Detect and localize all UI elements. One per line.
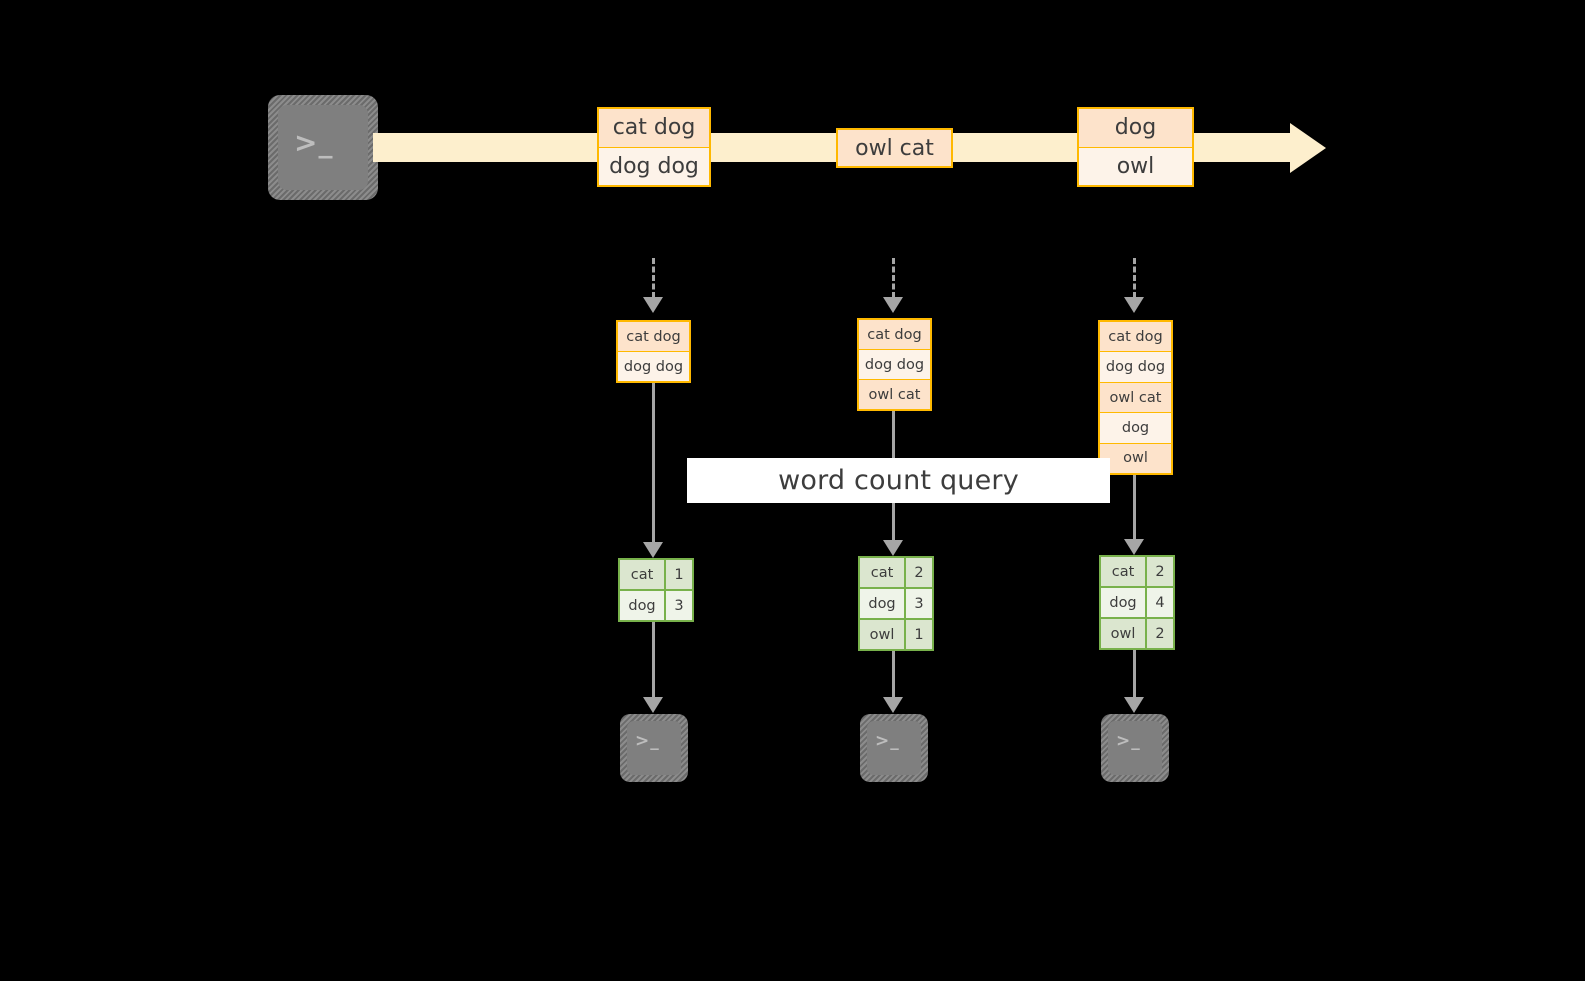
stream-event-group-1: cat dog dog dog xyxy=(597,107,711,187)
result-word: owl xyxy=(1101,619,1147,648)
snapshot-2-sink-arrowhead xyxy=(883,697,903,713)
terminal-screen xyxy=(278,105,368,190)
stream-event-group-2: owl cat xyxy=(836,128,953,168)
snapshot-2-sink-terminal-icon: >_ xyxy=(860,714,928,782)
result-count: 3 xyxy=(906,589,932,618)
terminal-prompt-glyph: >_ xyxy=(875,731,900,751)
buffer-line: cat dog xyxy=(1100,322,1171,353)
table-row: owl 1 xyxy=(860,620,932,649)
result-count: 1 xyxy=(906,620,932,649)
result-count: 2 xyxy=(1147,619,1173,648)
snapshot-1-query-line xyxy=(652,383,655,548)
snapshot-2-result-table: cat 2 dog 3 owl 1 xyxy=(858,556,934,651)
table-row: cat 2 xyxy=(1101,557,1173,588)
result-word: cat xyxy=(620,560,666,589)
snapshot-3-sink-terminal-icon: >_ xyxy=(1101,714,1169,782)
terminal-prompt-glyph: >_ xyxy=(1116,731,1141,751)
snapshot-1-buffer: cat dog dog dog xyxy=(616,320,691,383)
terminal-screen xyxy=(1108,721,1162,775)
stream-event-line: cat dog xyxy=(599,109,709,148)
snapshot-1-trigger-arrowhead xyxy=(643,297,663,313)
result-count: 2 xyxy=(906,558,932,587)
snapshot-3-sink-arrowhead xyxy=(1124,697,1144,713)
result-count: 2 xyxy=(1147,557,1173,586)
snapshot-2-sink-line xyxy=(892,651,895,700)
snapshot-1-result-table: cat 1 dog 3 xyxy=(618,558,694,622)
table-row: dog 4 xyxy=(1101,588,1173,619)
buffer-line: owl cat xyxy=(1100,382,1171,414)
result-count: 1 xyxy=(666,560,692,589)
snapshot-2-query-arrowhead xyxy=(883,540,903,556)
query-caption-label: word count query xyxy=(778,465,1019,496)
table-row: owl 2 xyxy=(1101,619,1173,648)
table-row: dog 3 xyxy=(860,589,932,620)
buffer-line: owl xyxy=(1100,443,1171,474)
snapshot-1-sink-line xyxy=(652,622,655,700)
snapshot-1-sink-arrowhead xyxy=(643,697,663,713)
buffer-line: dog dog xyxy=(1100,352,1171,383)
result-count: 3 xyxy=(666,591,692,620)
snapshot-3-result-table: cat 2 dog 4 owl 2 xyxy=(1099,555,1175,650)
snapshot-3-trigger-arrowhead xyxy=(1124,297,1144,313)
result-word: dog xyxy=(860,589,906,618)
table-row: cat 1 xyxy=(620,560,692,591)
snapshot-1-trigger-line xyxy=(652,258,655,298)
result-count: 4 xyxy=(1147,588,1173,617)
snapshot-2-trigger-line xyxy=(892,258,895,298)
terminal-screen xyxy=(867,721,921,775)
snapshot-3-query-arrowhead xyxy=(1124,539,1144,555)
query-caption-band: word count query xyxy=(687,458,1110,503)
buffer-line: cat dog xyxy=(618,322,689,352)
terminal-prompt-glyph: >_ xyxy=(635,731,660,751)
stream-event-line: dog xyxy=(1079,109,1192,148)
result-word: owl xyxy=(860,620,906,649)
event-stream-arrowhead xyxy=(1290,123,1326,173)
snapshot-2-trigger-arrowhead xyxy=(883,297,903,313)
terminal-prompt-glyph: >_ xyxy=(294,126,334,159)
buffer-line: dog dog xyxy=(859,350,930,380)
snapshot-2-buffer: cat dog dog dog owl cat xyxy=(857,318,932,411)
snapshot-3-trigger-line xyxy=(1133,258,1136,298)
buffer-line: owl cat xyxy=(859,380,930,409)
snapshot-1-sink-terminal-icon: >_ xyxy=(620,714,688,782)
stream-event-line: dog dog xyxy=(599,147,709,185)
snapshot-3-query-line xyxy=(1133,475,1136,545)
snapshot-1-query-arrowhead xyxy=(643,542,663,558)
buffer-line: dog xyxy=(1100,413,1171,444)
table-row: dog 3 xyxy=(620,591,692,620)
table-row: cat 2 xyxy=(860,558,932,589)
snapshot-3-buffer: cat dog dog dog owl cat dog owl xyxy=(1098,320,1173,475)
stream-event-line: owl xyxy=(1079,147,1192,185)
result-word: cat xyxy=(860,558,906,587)
terminal-screen xyxy=(627,721,681,775)
source-terminal-icon: >_ xyxy=(268,95,378,200)
buffer-line: dog dog xyxy=(618,352,689,381)
result-word: dog xyxy=(1101,588,1147,617)
snapshot-3-sink-line xyxy=(1133,650,1136,700)
result-word: cat xyxy=(1101,557,1147,586)
stream-event-group-3: dog owl xyxy=(1077,107,1194,187)
result-word: dog xyxy=(620,591,666,620)
buffer-line: cat dog xyxy=(859,320,930,350)
stream-event-line: owl cat xyxy=(838,130,951,166)
